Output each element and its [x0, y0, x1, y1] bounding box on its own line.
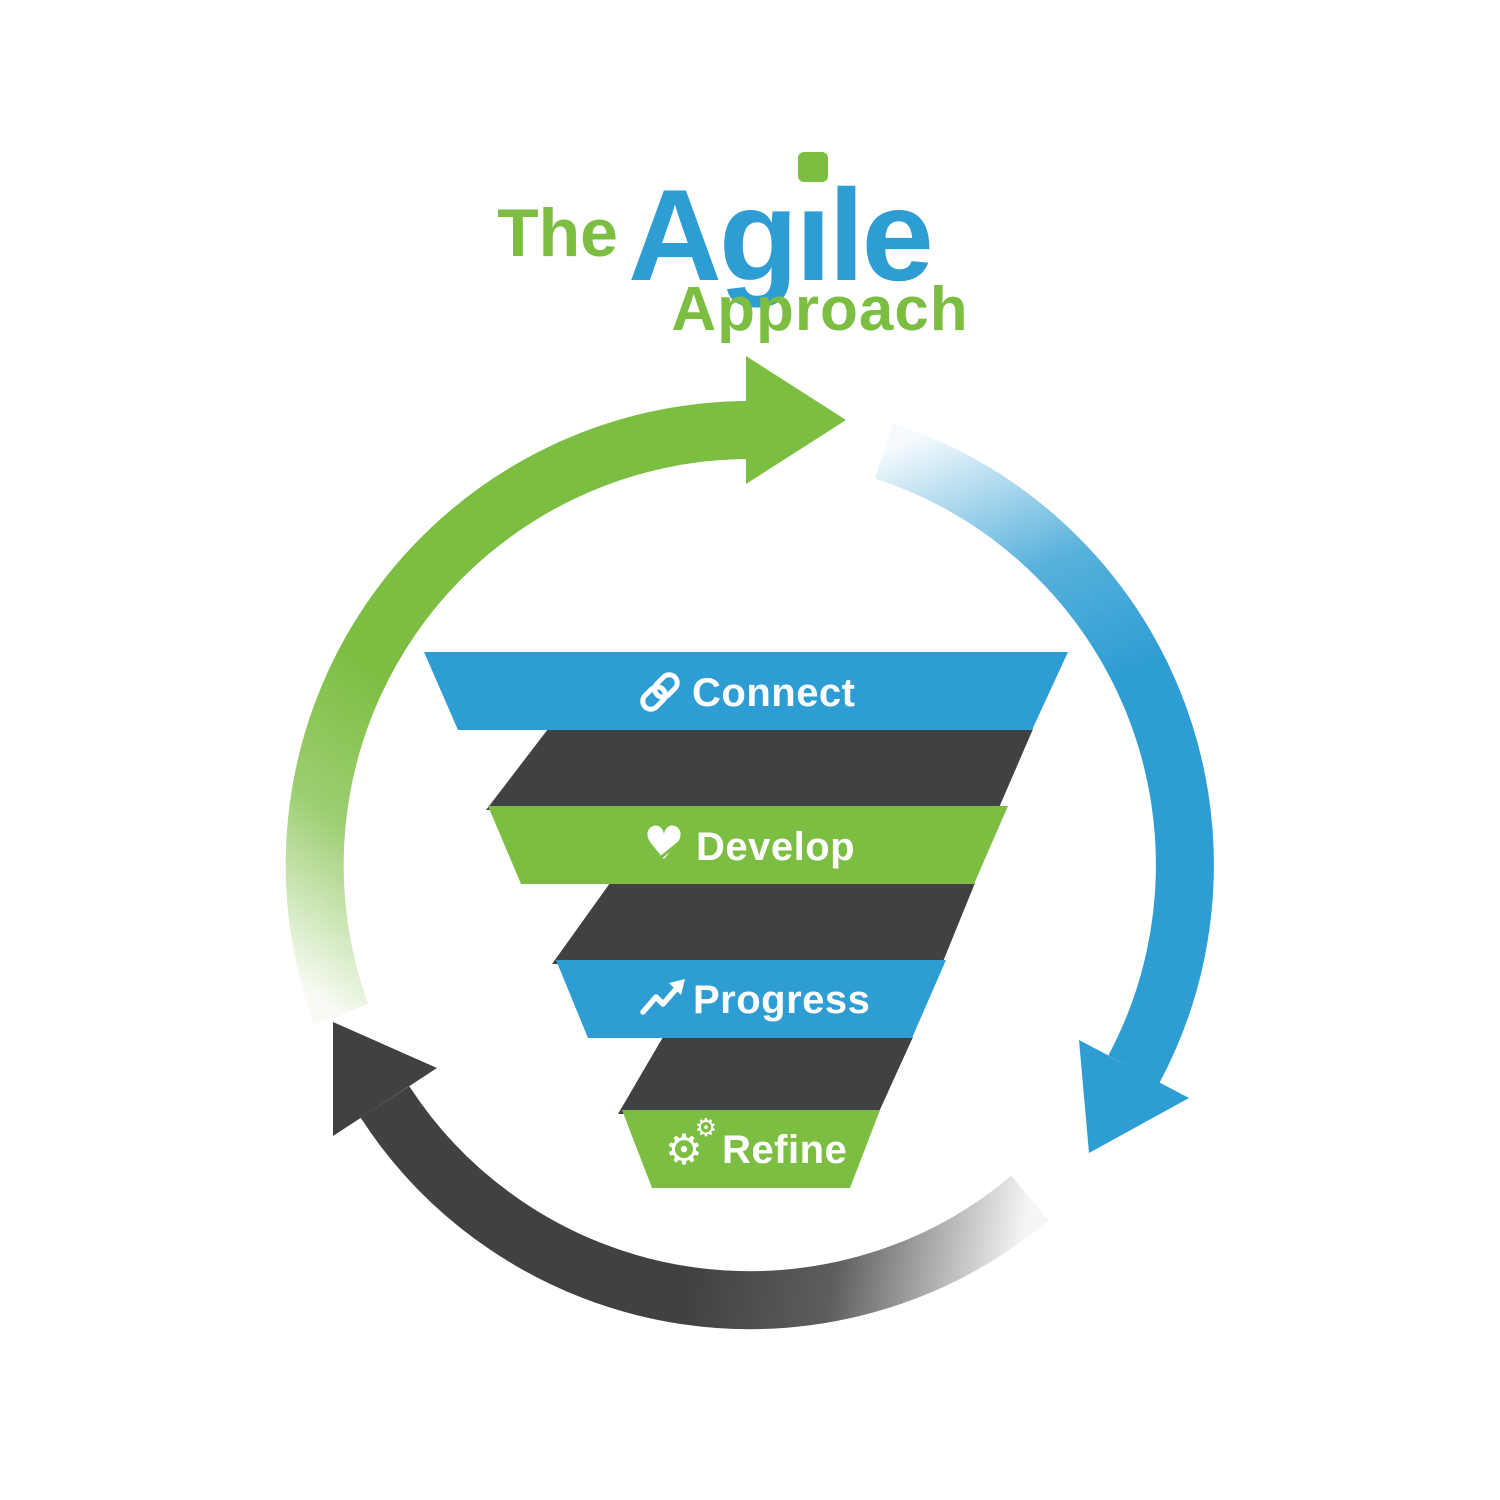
funnel-step-progress: Progress	[556, 960, 946, 1038]
funnel-step-connect-bar	[424, 652, 1068, 730]
funnel-connector-2	[552, 883, 975, 964]
blue-arrow-arc	[875, 423, 1214, 1083]
title-approach: Approach	[671, 275, 968, 344]
dark-arrow-head	[333, 1022, 437, 1136]
title-agile: Agıle	[628, 162, 931, 308]
dark-arrow-arc	[360, 1086, 1049, 1330]
funnel-step-develop-bar	[488, 806, 1008, 884]
svg-text:⚙: ⚙	[665, 1125, 703, 1174]
title-agile-pre: Ag	[628, 162, 795, 308]
funnel-steps: Connect ♥ Develop Progress	[424, 652, 1068, 1188]
gears-icon: ⚙ ⚙	[665, 1113, 717, 1174]
cycle-arrows	[285, 356, 1214, 1330]
logo: The Agıle Approach	[497, 152, 968, 344]
funnel-step-label: Progress	[693, 978, 870, 1022]
heart-hands-icon: ♥	[643, 816, 684, 870]
funnel-step-progress-bar	[556, 960, 946, 1038]
blue-arrow-head	[1079, 1040, 1189, 1153]
green-arrow-arc	[285, 401, 751, 1024]
agile-i-dot-icon	[798, 152, 828, 182]
funnel-step-label: Connect	[692, 671, 856, 715]
funnel-connector-3	[618, 1037, 913, 1114]
funnel-step-refine: ⚙ ⚙ Refine	[622, 1110, 880, 1188]
funnel-step-develop: ♥ Develop	[488, 806, 1008, 884]
title-agile-dotless-i: ı	[795, 162, 828, 308]
funnel-step-refine-bar	[622, 1110, 880, 1188]
svg-text:⚙: ⚙	[695, 1113, 717, 1142]
trend-up-icon	[640, 979, 685, 1015]
title-the: The	[497, 195, 618, 271]
funnel-connector-1	[486, 729, 1033, 810]
funnel-step-connect: Connect	[424, 652, 1068, 730]
link-icon	[640, 672, 680, 712]
funnel-step-label: Develop	[696, 825, 855, 869]
funnel-connectors	[486, 729, 1033, 1114]
funnel-step-label: Refine	[722, 1128, 847, 1172]
green-arrow-head	[746, 356, 846, 484]
title-agile-post: le	[828, 162, 930, 308]
heart-hands-divider	[649, 840, 681, 868]
